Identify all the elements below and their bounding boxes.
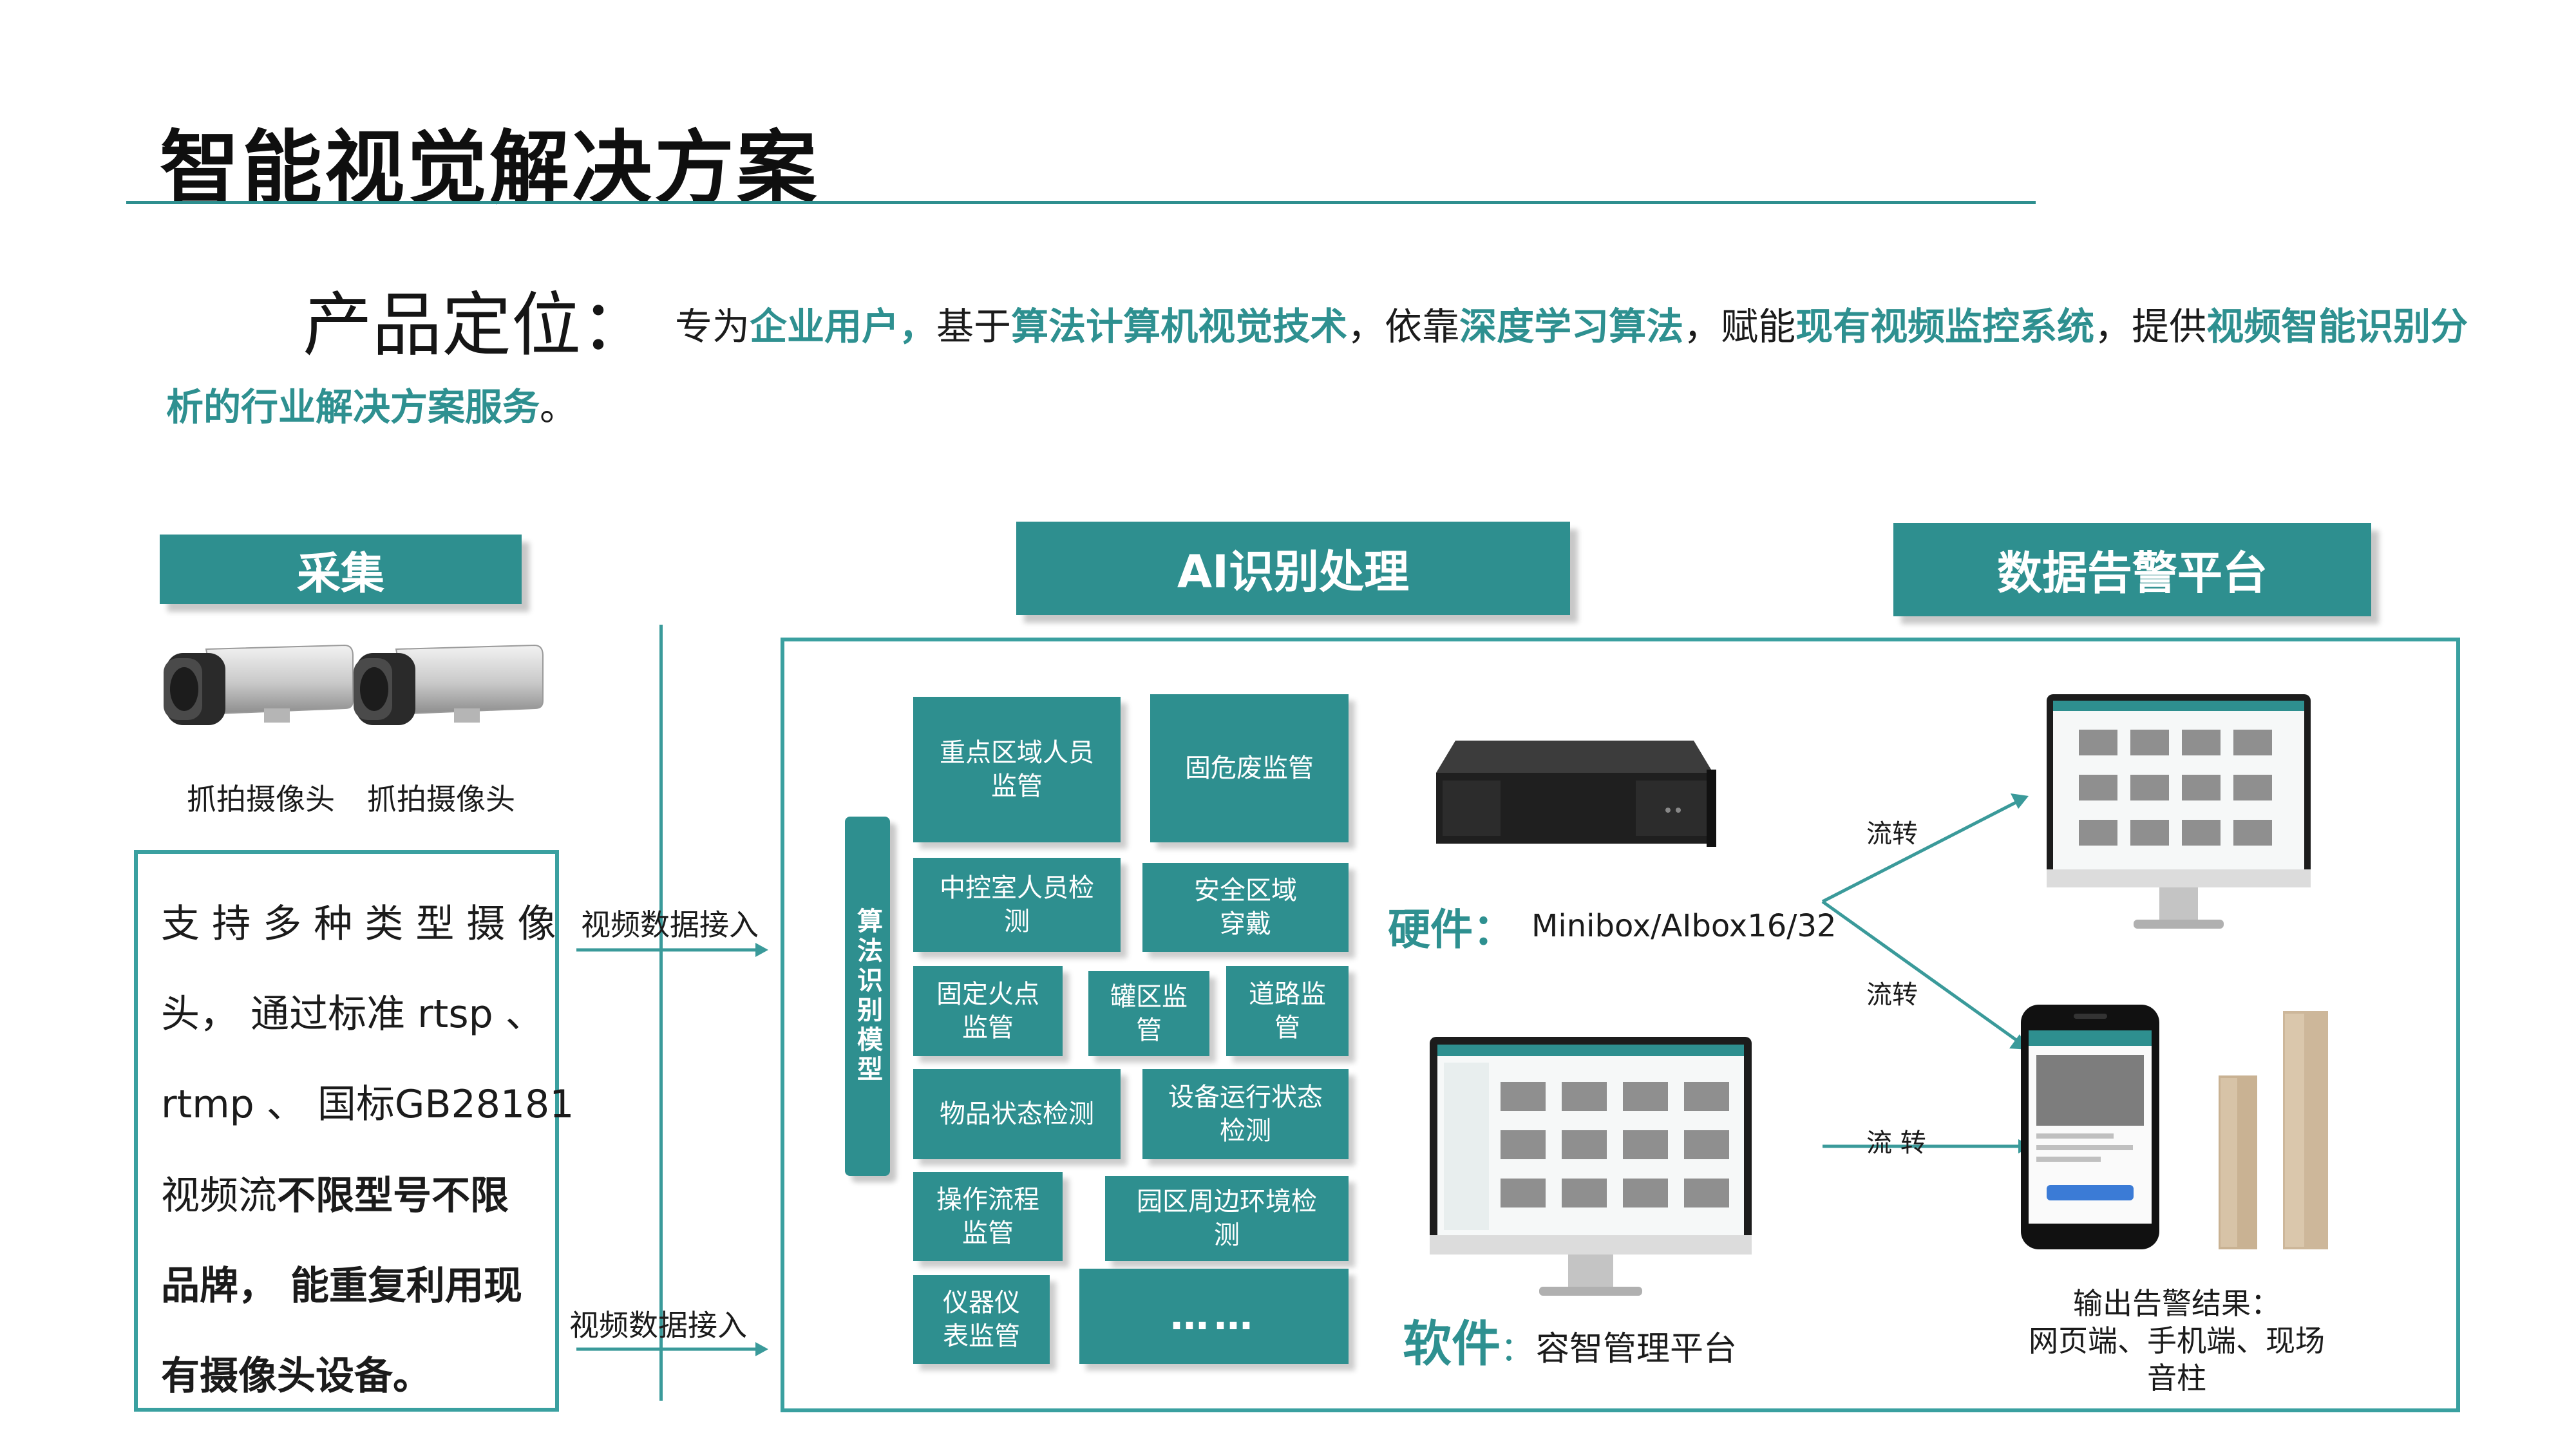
description-text-bold: 有摄像头设备。: [161, 1354, 431, 1399]
title-divider: [126, 201, 2036, 204]
positioning-segment: 析的行业解决方案服务: [166, 385, 540, 429]
data-ingest-arrow-upper: [576, 943, 768, 957]
positioning-segment: 。: [540, 385, 578, 429]
alarm-platform-header: 数据告警平台: [1893, 523, 2371, 616]
description-line: 头， 通过标准 rtsp 、: [161, 983, 544, 1039]
positioning-segment: ，赋能: [1683, 305, 1796, 348]
ai-module-cell: 固定火点监管: [913, 966, 1063, 1056]
positioning-line-2: 析的行业解决方案服务。: [166, 377, 577, 431]
description-text-bold: 不限型号不限: [277, 1173, 509, 1218]
ai-module-cell: 重点区域人员监管: [913, 697, 1121, 842]
positioning-segment: ，提供: [2094, 305, 2207, 348]
hardware-label: 硬件：: [1388, 905, 1515, 954]
ai-processing-header: AI识别处理: [1016, 522, 1570, 615]
camera-1-label: 抓拍摄像头: [187, 782, 335, 817]
description-text: 支 持 多 种 类 型 摄 像: [161, 902, 556, 947]
ai-module-cell: 操作流程监管: [913, 1172, 1063, 1261]
algorithm-model-label: 算法识别模型: [853, 907, 882, 1085]
description-line: 视频流不限型号不限: [161, 1164, 509, 1220]
description-text: 视频流: [161, 1173, 277, 1218]
software-monitor-image: [1430, 1037, 1752, 1296]
positioning-line-1: 专为企业用户，基于算法计算机视觉技术，依靠深度学习算法，赋能现有视频监控系统，提…: [675, 296, 2468, 350]
ai-processing-panel: [781, 638, 2460, 1412]
ai-module-cell: 设备运行状态检测: [1142, 1069, 1349, 1159]
ai-module-cell: 物品状态检测: [913, 1069, 1121, 1159]
data-ingest-label-lower: 视频数据接入: [569, 1308, 747, 1343]
ai-module-cell-more: ……: [1079, 1269, 1349, 1364]
positioning-segment: 视频智能识别分: [2206, 305, 2468, 348]
ai-module-cell: 园区周边环境检测: [1105, 1176, 1349, 1261]
positioning-segment: 现有视频监控系统: [1795, 305, 2095, 348]
software-name: 容智管理平台: [1536, 1330, 1738, 1368]
camera-2-label: 抓拍摄像头: [367, 782, 515, 817]
ai-module-cell: 道路监管: [1226, 966, 1349, 1056]
flow-label-3: 流 转: [1866, 1128, 1926, 1158]
ai-module-cell: 罐区监管: [1088, 971, 1209, 1056]
data-ingest-label-upper: 视频数据接入: [581, 907, 759, 942]
alarm-output-channels: 网页端、手机端、现场音柱: [2029, 1323, 2325, 1396]
description-text-bold: 品牌， 能重复利用现: [161, 1264, 522, 1309]
positioning-segment: ，依靠: [1347, 305, 1460, 348]
mobile-phone-image: [2021, 1005, 2159, 1249]
camera-icon: [164, 644, 354, 725]
speaker-column-image: [2219, 1011, 2328, 1249]
description-line: 有摄像头设备。: [161, 1345, 431, 1401]
positioning-segment: 企业用户: [750, 305, 900, 348]
camera-icon: [354, 644, 544, 725]
ai-module-cell: 固危废监管: [1150, 694, 1349, 842]
positioning-label: 产品定位：: [303, 285, 651, 366]
positioning-segment: 算法计算机视觉技术: [1011, 305, 1348, 348]
collect-header: 采集: [160, 535, 522, 604]
server-hardware-image: [1436, 741, 1716, 847]
description-line: 品牌， 能重复利用现: [161, 1255, 522, 1311]
alarm-output-title: 输出告警结果：: [2073, 1286, 2280, 1321]
software-label-text: 软件: [1403, 1315, 1501, 1372]
algorithm-model-bar: 算法识别模型: [845, 817, 890, 1176]
positioning-segment: 深度学习算法: [1459, 305, 1684, 348]
description-line: rtmp 、 国标GB28181: [161, 1073, 574, 1129]
positioning-segment: ，: [899, 305, 937, 348]
flow-divider-line: [659, 625, 663, 1401]
page-title: 智能视觉解决方案: [160, 122, 820, 215]
software-label-colon: ：: [1501, 1331, 1535, 1369]
web-dashboard-monitor-image: [2047, 694, 2311, 929]
ai-module-cell: 中控室人员检测: [913, 858, 1121, 952]
positioning-segment: 基于: [936, 305, 1012, 348]
flow-label-2: 流转: [1866, 980, 1918, 1010]
description-text: 头， 通过标准 rtsp 、: [161, 992, 544, 1037]
flow-arrows: [1821, 793, 2032, 1153]
description-line: 支 持 多 种 类 型 摄 像: [161, 893, 556, 949]
flow-label-1: 流转: [1866, 819, 1918, 849]
positioning-segment: 专为: [675, 305, 750, 348]
hardware-model: Minibox/AIbox16/32: [1531, 908, 1837, 944]
ai-module-cell: 仪器仪表监管: [913, 1275, 1050, 1364]
data-ingest-arrow-lower: [576, 1342, 768, 1356]
collect-description-box: 支 持 多 种 类 型 摄 像 头， 通过标准 rtsp 、 rtmp 、 国标…: [134, 850, 574, 1412]
description-text: rtmp 、 国标GB28181: [161, 1082, 574, 1127]
alarm-output-label: 输出告警结果： 网页端、手机端、现场音柱: [2022, 1285, 2331, 1397]
ai-module-cell: 安全区域穿戴: [1142, 863, 1349, 952]
software-label: 软件：: [1403, 1304, 1534, 1375]
